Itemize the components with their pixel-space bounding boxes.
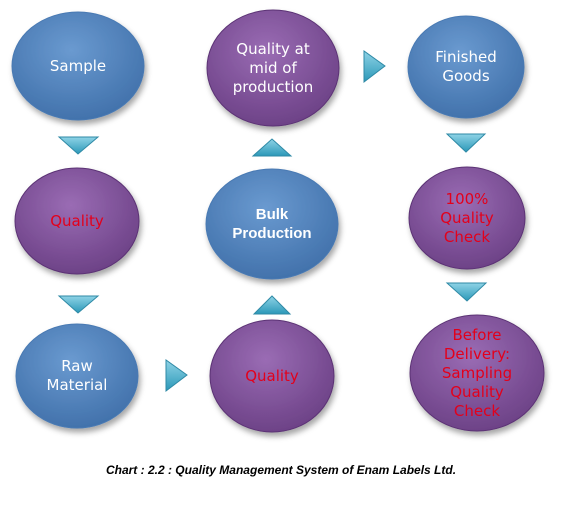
node-quality-check [408,166,526,270]
node-bulk-production [205,168,339,280]
arrow-up-1 [252,295,292,315]
arrow-right-1 [165,359,188,393]
node-sample [11,11,145,121]
node-raw-material [15,323,139,429]
node-quality-2 [209,319,335,433]
arrow-right-2 [363,50,386,84]
arrow-down-3 [445,133,487,153]
figure-caption: Chart : 2.2 : Quality Management System … [105,463,457,477]
arrow-down-2 [57,295,100,314]
node-finished-goods [407,15,525,119]
node-before-delivery [409,314,545,432]
arrow-up-2 [251,138,293,157]
node-quality-mid [206,9,340,127]
node-quality-1 [14,167,140,275]
arrow-down-4 [445,282,488,302]
arrow-down-1 [57,136,100,155]
